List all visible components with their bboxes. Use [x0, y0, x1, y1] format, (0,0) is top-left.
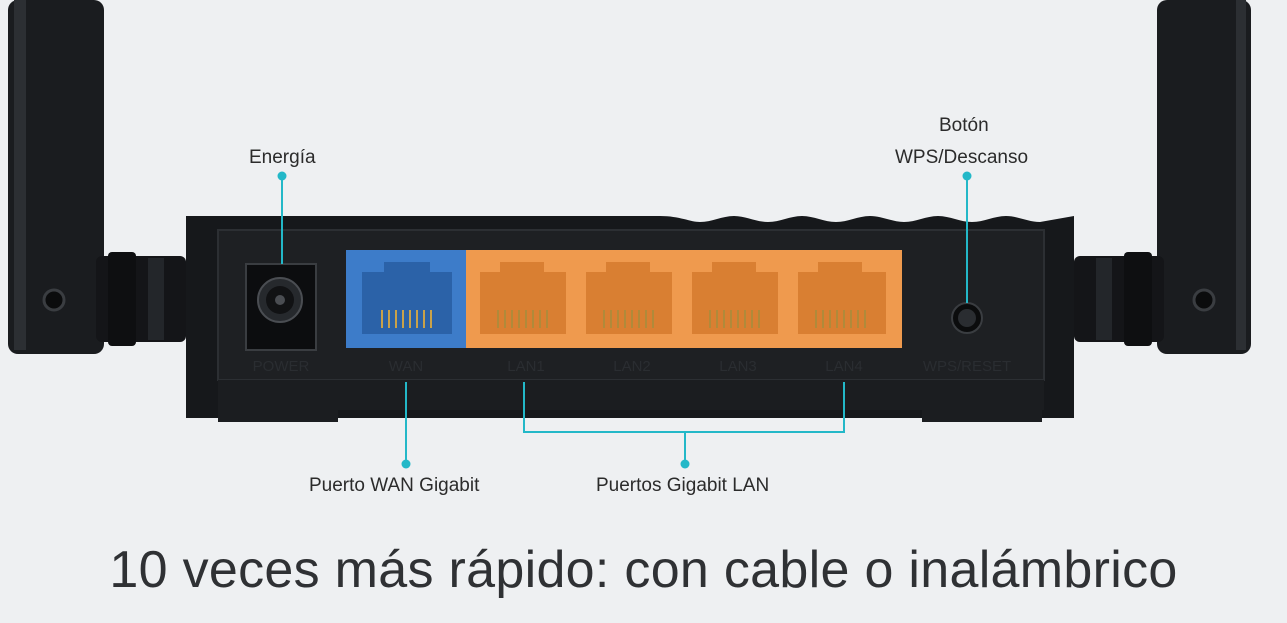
callout-dots: [277, 171, 972, 469]
lan3-port: [692, 262, 778, 334]
power-jack: [245, 263, 317, 351]
lan1-port: [480, 262, 566, 334]
port-label-lan3: LAN3: [719, 358, 757, 375]
port-label-lan4: LAN4: [825, 358, 863, 375]
port-label-lan1: LAN1: [507, 358, 545, 375]
port-label-wan: WAN: [389, 358, 423, 375]
callout-lines: [281, 176, 968, 464]
callout-wps-line1: Botón: [939, 115, 989, 136]
wps-reset-button: [951, 302, 983, 334]
port-label-wps-reset: WPS/RESET: [923, 358, 1011, 375]
port-label-power: POWER: [253, 358, 310, 375]
headline: 10 veces más rápido: con cable o inalámb…: [109, 541, 1178, 599]
callout-power: Energía: [249, 147, 316, 168]
right-antenna: [1074, 0, 1251, 354]
port-label-lan2: LAN2: [613, 358, 651, 375]
lan-ports: [466, 250, 902, 348]
left-antenna: [8, 0, 186, 354]
callout-wps-line2: WPS/Descanso: [895, 147, 1029, 168]
callout-wan: Puerto WAN Gigabit: [309, 475, 480, 496]
wan-port: [346, 250, 466, 348]
callout-lan: Puertos Gigabit LAN: [596, 475, 770, 496]
lan4-port: [798, 262, 886, 334]
lan2-port: [586, 262, 672, 334]
